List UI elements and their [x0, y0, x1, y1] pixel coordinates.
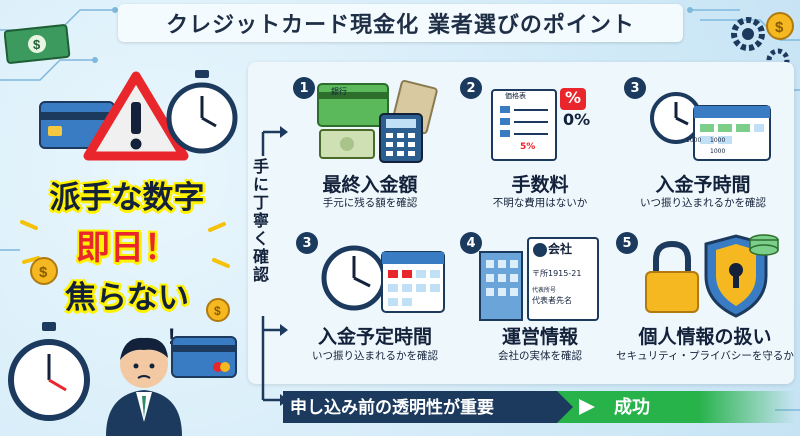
- bank-label: 銀行: [331, 87, 347, 96]
- card-number: 3: [624, 77, 646, 99]
- callout-line-2: 即日！: [76, 228, 178, 268]
- card-number: 3: [296, 232, 318, 254]
- warning-icon: [83, 71, 189, 161]
- clock-calendar-icon: [650, 92, 771, 161]
- callout-line-3: 焦らない: [65, 280, 189, 316]
- card-subtitle: いつ振り込まれるかを確認: [312, 350, 438, 362]
- callout-line-1: 派手な数字: [49, 180, 205, 216]
- stopwatch-icon: [8, 322, 90, 421]
- svg-text:$: $: [775, 19, 784, 36]
- card-number: 1: [293, 77, 315, 99]
- calendar-value: 1000: [710, 148, 726, 155]
- card-number: 4: [460, 232, 482, 254]
- vertical-label: 手に丁寧く確認: [250, 158, 269, 284]
- svg-text:$: $: [214, 304, 221, 318]
- company-label: 会社: [548, 242, 573, 256]
- rep-small-label: 代表所号: [532, 287, 557, 294]
- card-title: 運営情報: [501, 326, 578, 348]
- page-title: クレジットカード現金化 業者選びのポイント: [166, 13, 635, 38]
- postal-label: 〒所1915-21: [532, 269, 582, 278]
- card-subtitle: いつ振り込まれるかを確認: [640, 197, 766, 209]
- coin-icon: $: [206, 298, 230, 322]
- clock-calendar-icon: [321, 245, 445, 313]
- gear-icon: $: [731, 12, 794, 72]
- burst-decoration: [20, 190, 230, 268]
- card-subtitle: 不明な費用はないか: [492, 197, 588, 209]
- card-title: 入金予定時間: [317, 326, 432, 348]
- businessman-icon: !: [106, 324, 182, 436]
- bottom-bar-message: 申し込み前の透明性が重要: [290, 398, 494, 418]
- svg-text:!: !: [168, 324, 175, 349]
- card-subtitle: 手元に残る額を確認: [322, 197, 418, 209]
- calendar-value: 1000: [710, 137, 726, 144]
- sheet-label: 価格表: [505, 92, 526, 100]
- card-subtitle: セキュリティ・プライバシーを守るか: [616, 350, 794, 362]
- card-title: 個人情報の扱い: [638, 326, 772, 348]
- credit-card-icon: [171, 336, 237, 378]
- coin-icon: $: [30, 257, 58, 285]
- bottom-bar-shape: [283, 391, 795, 423]
- price-list-icon: [491, 88, 586, 161]
- stopwatch-icon: [166, 70, 238, 154]
- title-banner: クレジットカード現金化 業者選びのポイント: [118, 4, 683, 42]
- svg-text:$: $: [33, 37, 41, 52]
- card-number: 5: [616, 232, 638, 254]
- rep-label: 代表者先名: [532, 296, 572, 305]
- percent-small: 5%: [520, 142, 536, 152]
- percent-zero: 0%: [563, 110, 591, 129]
- svg-text:$: $: [39, 264, 48, 281]
- calendar-value: 1000: [686, 137, 702, 144]
- bottom-bar-result: 成功: [614, 397, 650, 418]
- card-title: 最終入金額: [322, 174, 418, 196]
- card-subtitle: 会社の実体を確認: [498, 350, 582, 362]
- card-number: 2: [460, 77, 482, 99]
- money-bank-icon: [317, 79, 438, 163]
- company-icon: [479, 237, 599, 321]
- bracket-arrows: [261, 126, 288, 406]
- warning-callout: 派手な数字 即日！ 焦らない: [14, 162, 240, 332]
- money-bill-icon: $: [4, 24, 71, 64]
- security-lock-icon: [645, 234, 779, 318]
- card-title: 入金予時間: [655, 174, 751, 196]
- card-title: 手数料: [511, 174, 569, 196]
- percent-badge: %: [565, 88, 582, 107]
